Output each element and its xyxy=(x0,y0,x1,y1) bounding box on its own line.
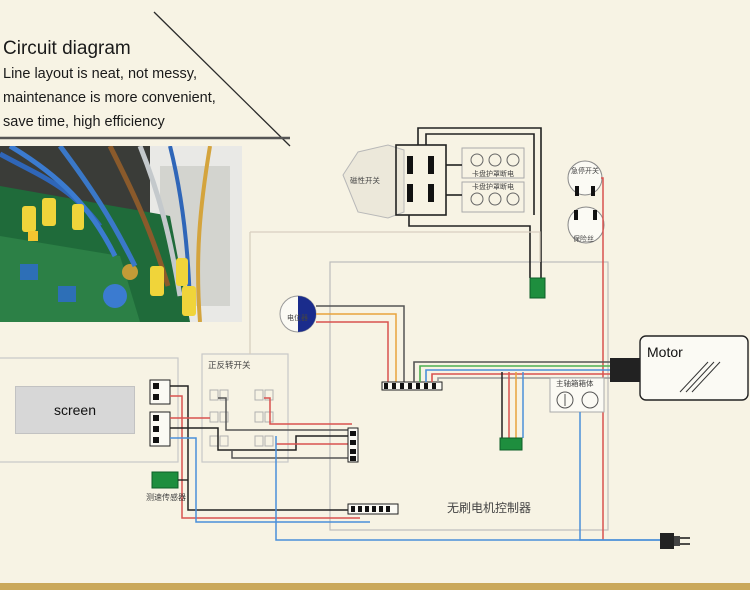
fuse-label: 保险丝 xyxy=(573,234,594,243)
hall-connector xyxy=(499,437,523,451)
direction-switch-label: 正反转开关 xyxy=(208,360,251,371)
power-plug xyxy=(660,533,690,549)
pcb-photo xyxy=(0,146,242,322)
emergency-stop-label: 急停开关 xyxy=(571,166,599,175)
blue-wire-main xyxy=(275,436,660,541)
motor-cable xyxy=(610,358,640,382)
emergency-stop xyxy=(567,160,603,196)
motor-label: Motor xyxy=(647,344,683,360)
controller-box xyxy=(329,261,609,531)
motor-cable-bundle xyxy=(413,361,612,382)
screen-wires xyxy=(170,385,370,523)
chuck-breaker-2 xyxy=(461,181,525,213)
caption-title: Circuit diagram xyxy=(3,38,131,59)
chuck-breaker-1 xyxy=(461,147,525,179)
screen-label: screen xyxy=(53,402,97,418)
potentiometer xyxy=(279,295,317,333)
direction-switch-box xyxy=(201,353,289,463)
bottom-bar xyxy=(0,583,750,590)
pcb-photo-art xyxy=(0,146,242,322)
controller-bottom-connector xyxy=(347,503,399,515)
controller-label: 无刷电机控制器 xyxy=(447,501,531,515)
relay-block xyxy=(395,144,447,216)
magnetic-switch xyxy=(342,144,405,219)
direction-output-connector xyxy=(347,427,359,463)
speed-sensor xyxy=(151,471,179,489)
caption-line-2: maintenance is more convenient, xyxy=(3,90,216,106)
hall-sensor-wires xyxy=(501,372,524,438)
chuck-breaker-1-label: 卡盘护罩断电 xyxy=(472,169,514,178)
screen-display: screen xyxy=(15,386,135,434)
estop-terminals xyxy=(574,186,597,220)
grey-wire-top xyxy=(250,231,541,262)
chuck-breaker-symbols xyxy=(470,153,520,206)
controller-connector-strip xyxy=(381,381,443,391)
black-wires-top xyxy=(408,127,542,278)
potentiometer-wires xyxy=(316,305,405,382)
screen-connectors xyxy=(149,379,171,447)
relay-terminals xyxy=(407,156,434,202)
caption-line-1: Line layout is neat, not messy, xyxy=(3,66,197,82)
caption-line-3: save time, high efficiency xyxy=(3,114,165,130)
motor-hatch xyxy=(679,361,721,393)
magnetic-switch-label: 磁性开关 xyxy=(350,175,380,185)
direction-switch-pads xyxy=(209,389,274,447)
red-wire-estop xyxy=(601,177,604,540)
spindle-box xyxy=(549,377,605,413)
spindle-box-symbols xyxy=(556,391,599,409)
speed-sensor-label: 测速传感器 xyxy=(146,492,186,502)
chuck-connector xyxy=(529,277,546,299)
spindle-box-label: 主轴箱箱体 xyxy=(556,378,594,388)
fuse xyxy=(567,206,605,244)
chuck-breaker-2-label: 卡盘护罩断电 xyxy=(472,182,514,191)
potentiometer-label: 电位器 xyxy=(287,313,308,322)
blue-wire-spindle xyxy=(579,412,660,541)
